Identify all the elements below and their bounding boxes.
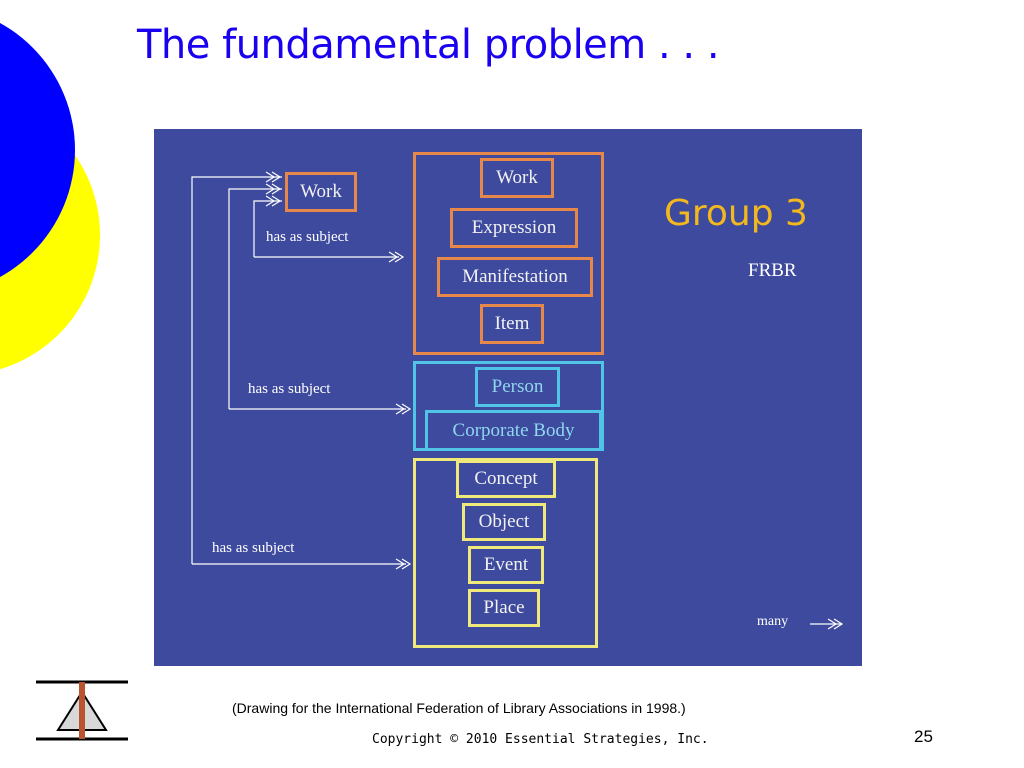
group2-label: Corporate Body xyxy=(452,419,575,441)
group1-label: Manifestation xyxy=(462,266,568,287)
group3-frame xyxy=(413,458,598,648)
group1-work-box: Work xyxy=(480,158,554,198)
copyright-footer: Copyright © 2010 Essential Strategies, I… xyxy=(372,732,709,747)
diagram-subheading: FRBR xyxy=(748,260,797,281)
group1-expression-box: Expression xyxy=(450,208,578,248)
subject-work-box: Work xyxy=(285,172,357,212)
group3-label: Object xyxy=(478,511,530,532)
group1-label: Work xyxy=(496,167,538,188)
blue-circle xyxy=(0,23,75,277)
relation-label: has as subject xyxy=(266,229,349,245)
group3-object-box: Object xyxy=(462,503,546,541)
legend-many-label: many xyxy=(757,614,789,629)
group3-label: Concept xyxy=(474,468,538,489)
group1-label: Item xyxy=(494,313,530,334)
group1-frame xyxy=(413,152,604,355)
relation-label: has as subject xyxy=(248,381,331,397)
group1-manifestation-box: Manifestation xyxy=(437,257,593,297)
relation-label: has as subject xyxy=(212,540,295,556)
group3-label: Event xyxy=(483,554,529,575)
subject-work-label: Work xyxy=(300,181,342,202)
group3-event-box: Event xyxy=(468,546,544,584)
connector-line xyxy=(253,200,282,257)
group1-item-box: Item xyxy=(480,304,544,344)
slide-title: The fundamental problem . . . xyxy=(137,22,720,68)
diagram-connectors xyxy=(191,171,844,630)
group2-corporate-body-box: Corporate Body xyxy=(425,410,602,451)
group3-label: Place xyxy=(483,597,525,618)
group3-place-box: Place xyxy=(468,589,540,627)
group2-person-box: Person xyxy=(475,367,560,407)
group1-label: Expression xyxy=(471,217,557,238)
group2-label: Person xyxy=(491,376,544,397)
group3-concept-box: Concept xyxy=(456,460,556,498)
diagram-heading: Group 3 xyxy=(664,193,808,234)
slide-caption: (Drawing for the International Federatio… xyxy=(232,700,686,716)
connector-line xyxy=(191,176,282,564)
decorative-circles xyxy=(0,23,100,370)
frbr-group3-diagram: Work has as subject has as subject has a… xyxy=(154,129,862,666)
triangle-logo-icon xyxy=(36,680,128,741)
connector-line xyxy=(228,188,282,409)
arrowheads xyxy=(265,171,844,630)
page-number: 25 xyxy=(914,727,933,746)
